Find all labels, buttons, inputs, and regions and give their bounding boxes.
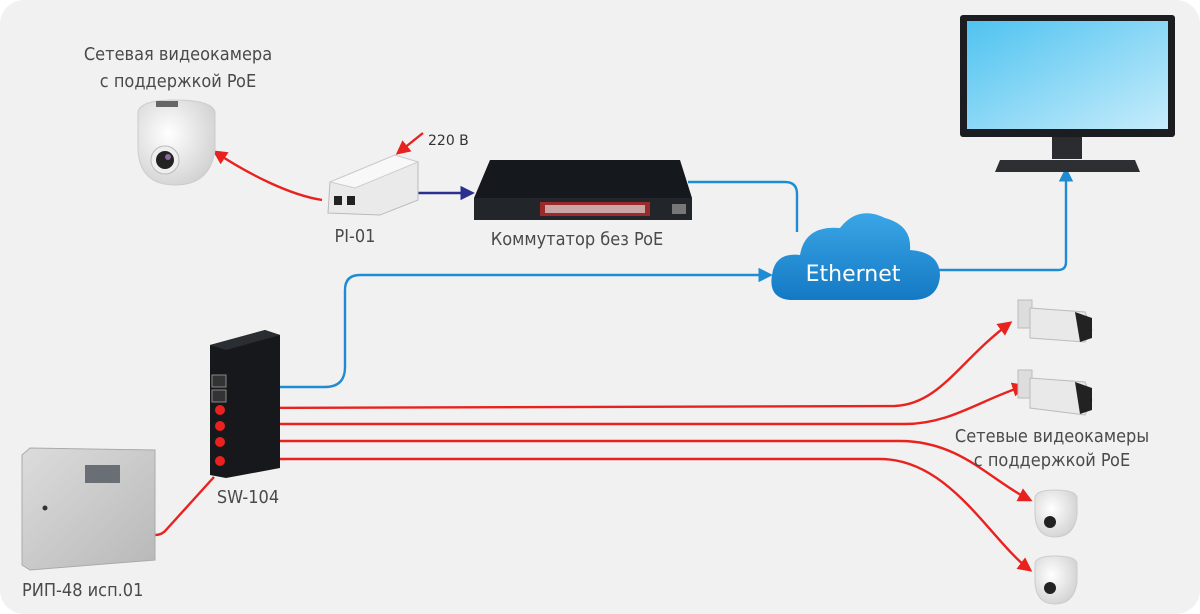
- ethernet-switch-to-cloud: [688, 180, 799, 232]
- dome-camera-3-icon: [1034, 489, 1078, 538]
- cameras-label-2: с поддержкой PoE: [974, 450, 1130, 471]
- cameras-label: Сетевые видеокамеры: [955, 426, 1149, 447]
- poe-line-camera-2: [220, 382, 1027, 426]
- connection-lines: [154, 132, 1074, 572]
- poe-port-4: [215, 456, 225, 466]
- poe-port-1: [215, 405, 225, 415]
- network-switch-icon: [474, 160, 692, 220]
- poe-port-2: [215, 421, 225, 431]
- power-line-rip-to-sw: [154, 476, 215, 537]
- bullet-camera-2-icon: [1017, 369, 1093, 416]
- dome-camera-icon: [137, 99, 216, 186]
- sw104-poe-ports: [215, 405, 225, 466]
- ethernet-sw104-to-cloud: [226, 267, 773, 389]
- poe-line-camera-3: [220, 439, 1033, 502]
- switch-label: Коммутатор без PoE: [491, 229, 664, 250]
- poe-port-3: [215, 437, 225, 447]
- poe-line-camera-1: [219, 321, 1013, 410]
- dome-camera-4-icon: [1034, 555, 1078, 605]
- dome-camera-label: Сетевая видеокамера: [84, 44, 272, 65]
- power-supply-icon: [21, 447, 156, 571]
- ethernet-cloud-to-monitor: [938, 167, 1074, 272]
- poe-switch-sw104-icon: [210, 330, 280, 478]
- monitor-icon: [960, 15, 1175, 172]
- power-supply-label: РИП-48 исп.01: [22, 580, 143, 601]
- bullet-camera-1-icon: [1017, 299, 1093, 343]
- poe-injector-icon: [327, 154, 420, 216]
- poe-line-camera-4: [220, 457, 1033, 572]
- sw104-label: SW-104: [217, 487, 279, 508]
- cloud-label: Ethernet: [806, 262, 901, 287]
- dome-camera-label-2: с поддержкой PoE: [100, 71, 256, 92]
- poe-line-injector-to-camera: [212, 150, 323, 202]
- power-line-220v: [395, 132, 424, 155]
- injector-label: PI-01: [335, 226, 376, 247]
- ethernet-cloud-icon: [771, 213, 940, 300]
- voltage-label: 220 В: [428, 133, 469, 149]
